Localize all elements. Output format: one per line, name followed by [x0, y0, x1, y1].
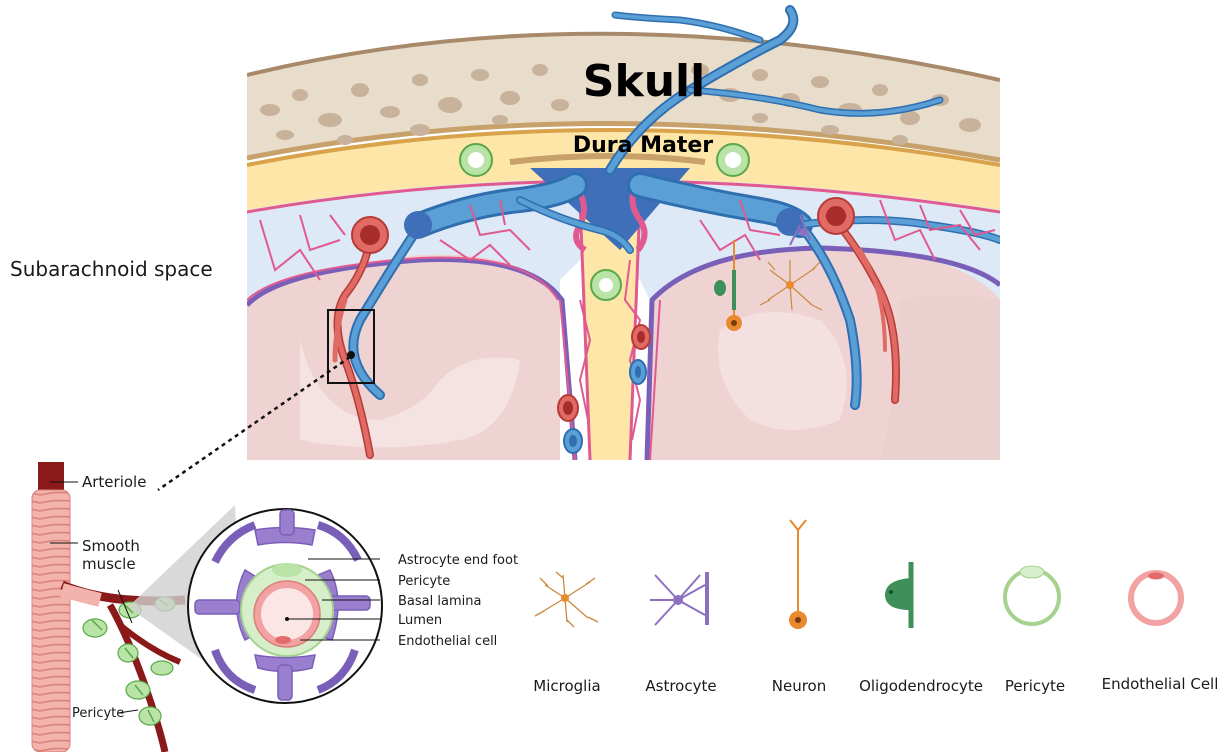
- subarachnoid-label: Subarachnoid space: [10, 257, 213, 281]
- callout-endothelial-cell: Endothelial cell: [398, 634, 497, 649]
- legend-label-astrocyte: Astrocyte: [645, 677, 716, 695]
- legend-label-microglia: Microglia: [533, 677, 600, 695]
- callout-basal-lamina: Basal lamina: [398, 594, 481, 609]
- legend-label-pericyte: Pericyte: [1005, 677, 1065, 695]
- arteriole-label: Arteriole: [82, 473, 146, 491]
- legend: Microglia Astrocyte Neuron Oligodendrocy…: [533, 520, 1218, 695]
- neuron-icon: [789, 520, 807, 629]
- callout-astrocyte-end-foot: Astrocyte end foot: [398, 553, 518, 568]
- skull-label: Skull: [583, 56, 705, 107]
- pericyte-icon: [1005, 566, 1059, 624]
- cross-section: Skull Dura Mater: [247, 0, 1000, 460]
- legend-label-oligodendrocyte: Oligodendrocyte: [859, 677, 983, 695]
- smooth-muscle-label-2: muscle: [82, 555, 136, 573]
- microglia-icon: [535, 572, 598, 627]
- astrocyte-icon: [650, 572, 707, 625]
- legend-label-neuron: Neuron: [772, 677, 826, 695]
- pericyte-branch-label: Pericyte: [72, 706, 124, 721]
- oligodendrocyte-icon: [885, 562, 911, 628]
- endothelial-cell-icon: [1131, 573, 1181, 624]
- smooth-muscle-label-1: Smooth: [82, 537, 140, 555]
- callout-lumen: Lumen: [398, 613, 442, 628]
- callout-pericyte: Pericyte: [398, 574, 450, 589]
- legend-label-endothelial-cell: Endothelial Cell: [1102, 675, 1219, 693]
- dura-mater-label: Dura Mater: [573, 133, 713, 158]
- capillary-cross-section: [188, 509, 382, 703]
